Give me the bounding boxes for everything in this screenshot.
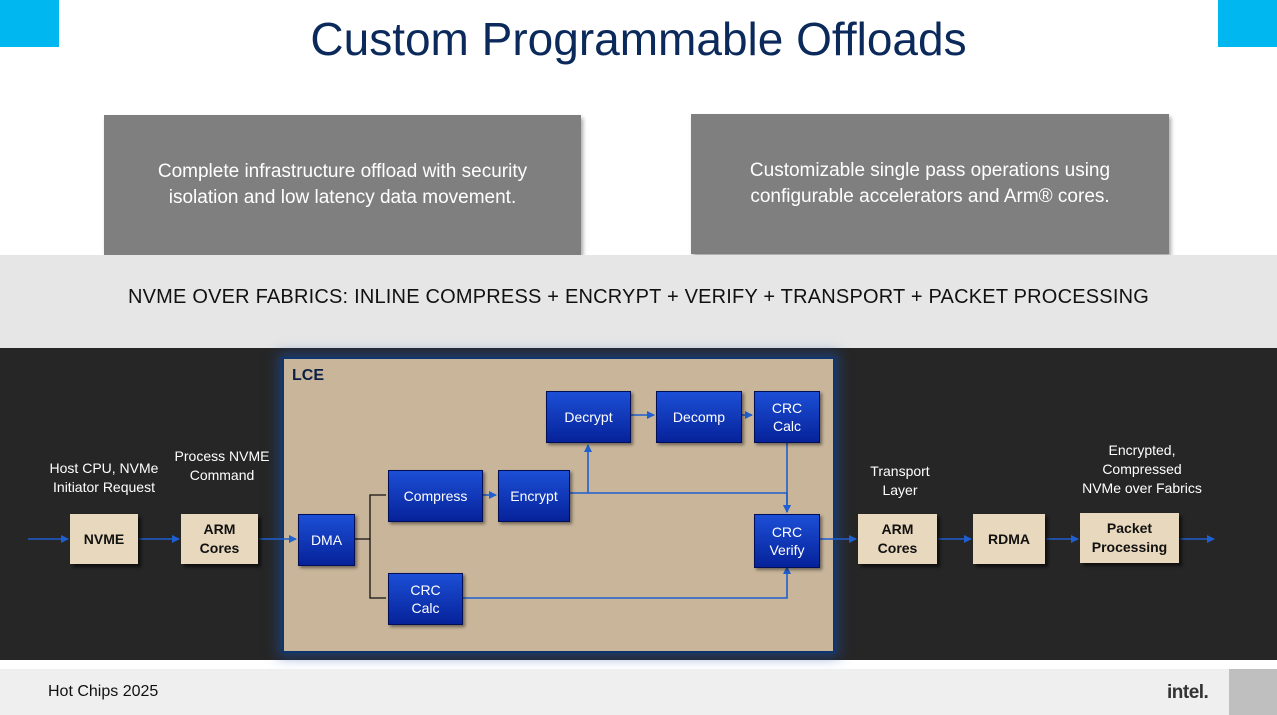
node-arm-cores-transport: ARM Cores [858,514,937,564]
node-decomp: Decomp [656,391,742,443]
edge-dma-fork-down [369,539,386,599]
node-crc-calc-bottom: CRC Calc [388,573,463,625]
subtitle-band [0,255,1277,348]
page-title: Custom Programmable Offloads [310,13,967,65]
node-crc-verify: CRC Verify [754,514,820,568]
edge-dma-fork [354,494,386,540]
accent-corner-left [0,0,59,47]
node-compress: Compress [388,470,483,522]
footer-bar [0,669,1277,715]
edge-encrypt-verify [569,492,791,513]
callout-left-text: Complete infrastructure offload with sec… [157,161,528,208]
node-rdma: RDMA [973,514,1045,564]
label-process-command: Process NVME Command [174,448,270,483]
node-encrypt: Encrypt [498,470,570,522]
label-encrypted-output: Encrypted, Compressed NVMe over Fabrics [1082,442,1202,496]
node-dma: DMA [298,514,355,566]
edge-crccalc-verify [462,566,791,599]
footer-corner-square [1229,669,1277,715]
node-crc-calc-top: CRC Calc [754,391,820,443]
label-host-request: Host CPU, NVMe Initiator Request [49,460,159,495]
node-decrypt: Decrypt [546,391,631,443]
subtitle-band-text: NVME OVER FABRICS: INLINE COMPRESS + ENC… [128,286,1149,308]
intel-logo: intel. [1167,682,1209,703]
callout-right: Customizable single pass operations usin… [691,114,1169,254]
callout-right-text: Customizable single pass operations usin… [749,160,1111,207]
node-nvme: NVME [70,514,138,564]
label-transport-layer: Transport Layer [870,463,930,498]
node-arm-cores-host: ARM Cores [181,514,258,564]
accent-corner-right [1218,0,1277,47]
footer-event: Hot Chips 2025 [48,683,159,700]
callout-left: Complete infrastructure offload with sec… [104,115,581,255]
lce-label: LCE [292,367,324,384]
node-packet-processing: Packet Processing [1080,513,1179,563]
